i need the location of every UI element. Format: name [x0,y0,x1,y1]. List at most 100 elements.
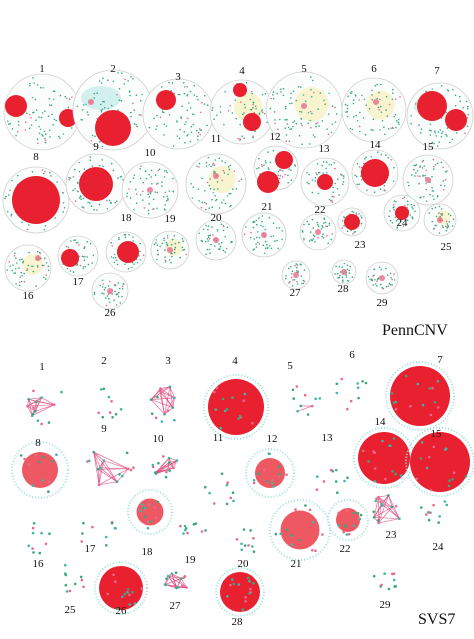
module-number: 5 [287,360,293,372]
network-node [32,389,35,393]
network-node [199,133,201,136]
network-node [206,248,209,251]
network-node [374,278,376,281]
network-node [277,174,279,176]
network-node [29,84,31,87]
penncnv-module-26: 26 [91,272,129,319]
network-node [92,450,95,454]
network-node [117,177,119,179]
network-node [164,209,166,211]
network-node [213,118,215,120]
network-node [389,444,392,448]
network-node [201,240,204,242]
network-node [240,548,243,551]
network-node [444,225,447,228]
network-node [52,403,56,407]
network-node [192,113,195,116]
network-node [260,224,262,227]
module-number: 19 [165,213,177,225]
network-node [220,223,223,226]
network-node [281,230,284,232]
penncnv-module-24: 24 [383,194,421,232]
svs7-module-5: 5 [287,360,322,416]
network-node [81,119,83,121]
network-node [343,216,345,218]
network-node [334,273,336,275]
hub-cluster [257,171,279,193]
network-node [77,190,79,193]
network-node [342,530,346,534]
network-node [166,195,169,198]
network-node [438,205,441,208]
network-node [431,175,433,178]
network-node [311,549,314,552]
module-ring [127,489,173,535]
network-node [327,242,330,245]
network-node [49,171,51,174]
network-node [343,262,346,265]
network-node [39,86,42,89]
network-node [214,171,216,173]
network-node [452,88,454,91]
network-node [442,130,444,133]
network-node [381,439,384,443]
network-node [34,98,37,101]
network-node [207,228,209,231]
network-node [285,275,287,277]
network-node [384,477,387,481]
network-node [228,168,231,171]
network-node [136,261,139,264]
network-node [171,82,174,84]
network-node [43,257,46,260]
network-node [226,226,229,229]
network-node [317,171,320,174]
module-number: 22 [315,204,326,216]
network-edge [150,390,160,400]
network-node [253,248,255,250]
network-node [238,180,240,182]
network-node [162,196,165,198]
network-node [117,72,119,74]
network-node [432,158,435,161]
network-node [148,520,152,523]
network-node [312,227,315,229]
network-node [444,447,448,451]
network-node [35,454,38,457]
network-node [422,159,425,162]
network-node [64,563,67,567]
network-node [446,135,448,137]
network-node [248,592,251,595]
network-node [102,387,106,391]
network-node [224,90,226,93]
dense-cluster [410,432,470,492]
network-node [343,225,345,227]
network-node [390,159,393,161]
network-node [272,94,274,96]
network-node [107,293,110,296]
network-node [392,437,396,440]
network-node [271,481,274,485]
network-node [127,80,129,82]
network-node [435,215,438,218]
network-node [164,583,168,587]
network-node [391,572,394,576]
network-node [91,134,94,137]
network-node [336,491,339,495]
network-node [237,583,241,586]
network-node [182,249,184,251]
network-node [154,191,156,193]
network-node [309,143,311,145]
network-node [318,171,321,174]
network-node [174,242,177,245]
network-node [135,193,138,195]
network-node [103,107,106,109]
network-node [321,235,323,238]
network-node [91,262,93,264]
network-node [365,104,368,106]
network-node [393,166,395,169]
network-node [31,96,34,99]
network-node [82,585,85,589]
network-node [428,212,431,214]
network-node [205,224,207,227]
